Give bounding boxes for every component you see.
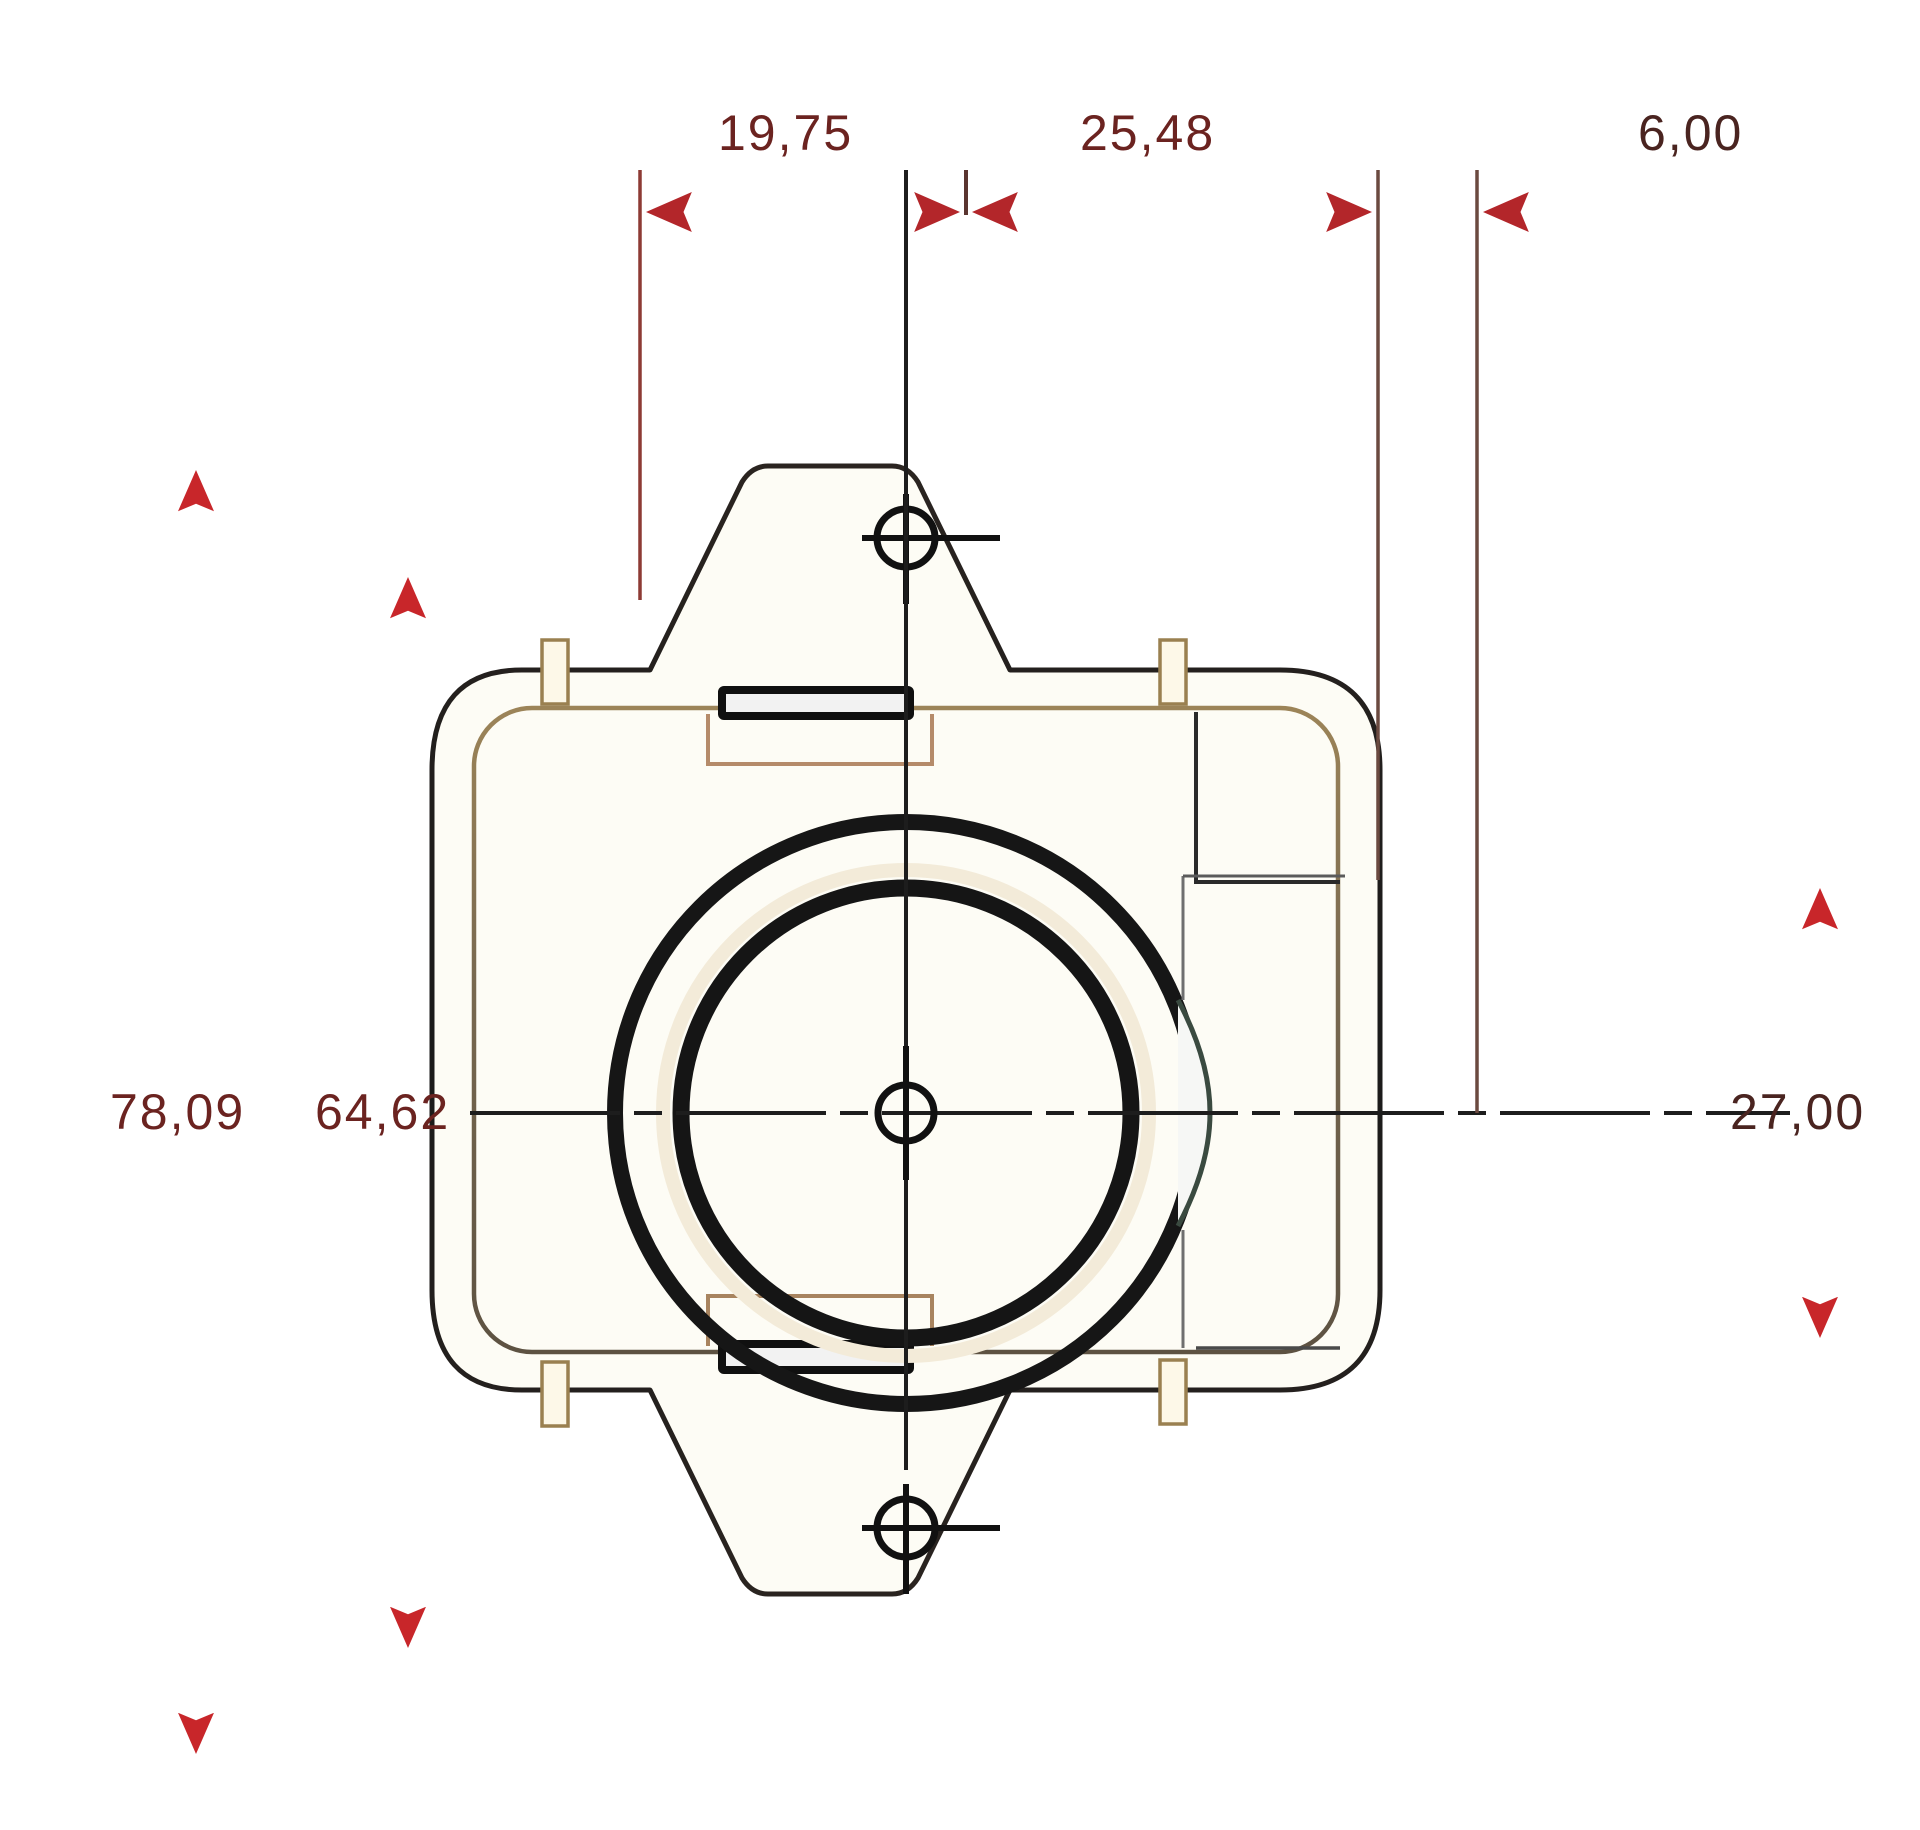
right-step-detail: [1194, 712, 1340, 884]
bore-center-mark: [874, 1046, 938, 1180]
top-clip-pocket: [706, 714, 934, 766]
dimension-label-27-00: 27,00: [1730, 1084, 1866, 1140]
part-geometry: [429, 170, 1790, 1597]
dimension-label-64-62: 64,62: [315, 1084, 451, 1140]
dimension-label-25-48: 25,48: [1080, 105, 1216, 161]
side-tab-right-upper: [1158, 638, 1188, 706]
dimension-label-78-09: 78,09: [110, 1084, 246, 1140]
dimension-network: [160, 170, 1862, 1760]
side-tab-left-upper: [540, 638, 570, 706]
top-retaining-clip: [718, 686, 914, 720]
side-tab-left-lower: [540, 1360, 570, 1428]
side-tab-right-lower: [1158, 1358, 1188, 1426]
dimension-label-6-00: 6,00: [1638, 105, 1744, 161]
dimension-label-19-75: 19,75: [718, 105, 854, 161]
bottom-mounting-hole: [862, 1484, 1000, 1594]
